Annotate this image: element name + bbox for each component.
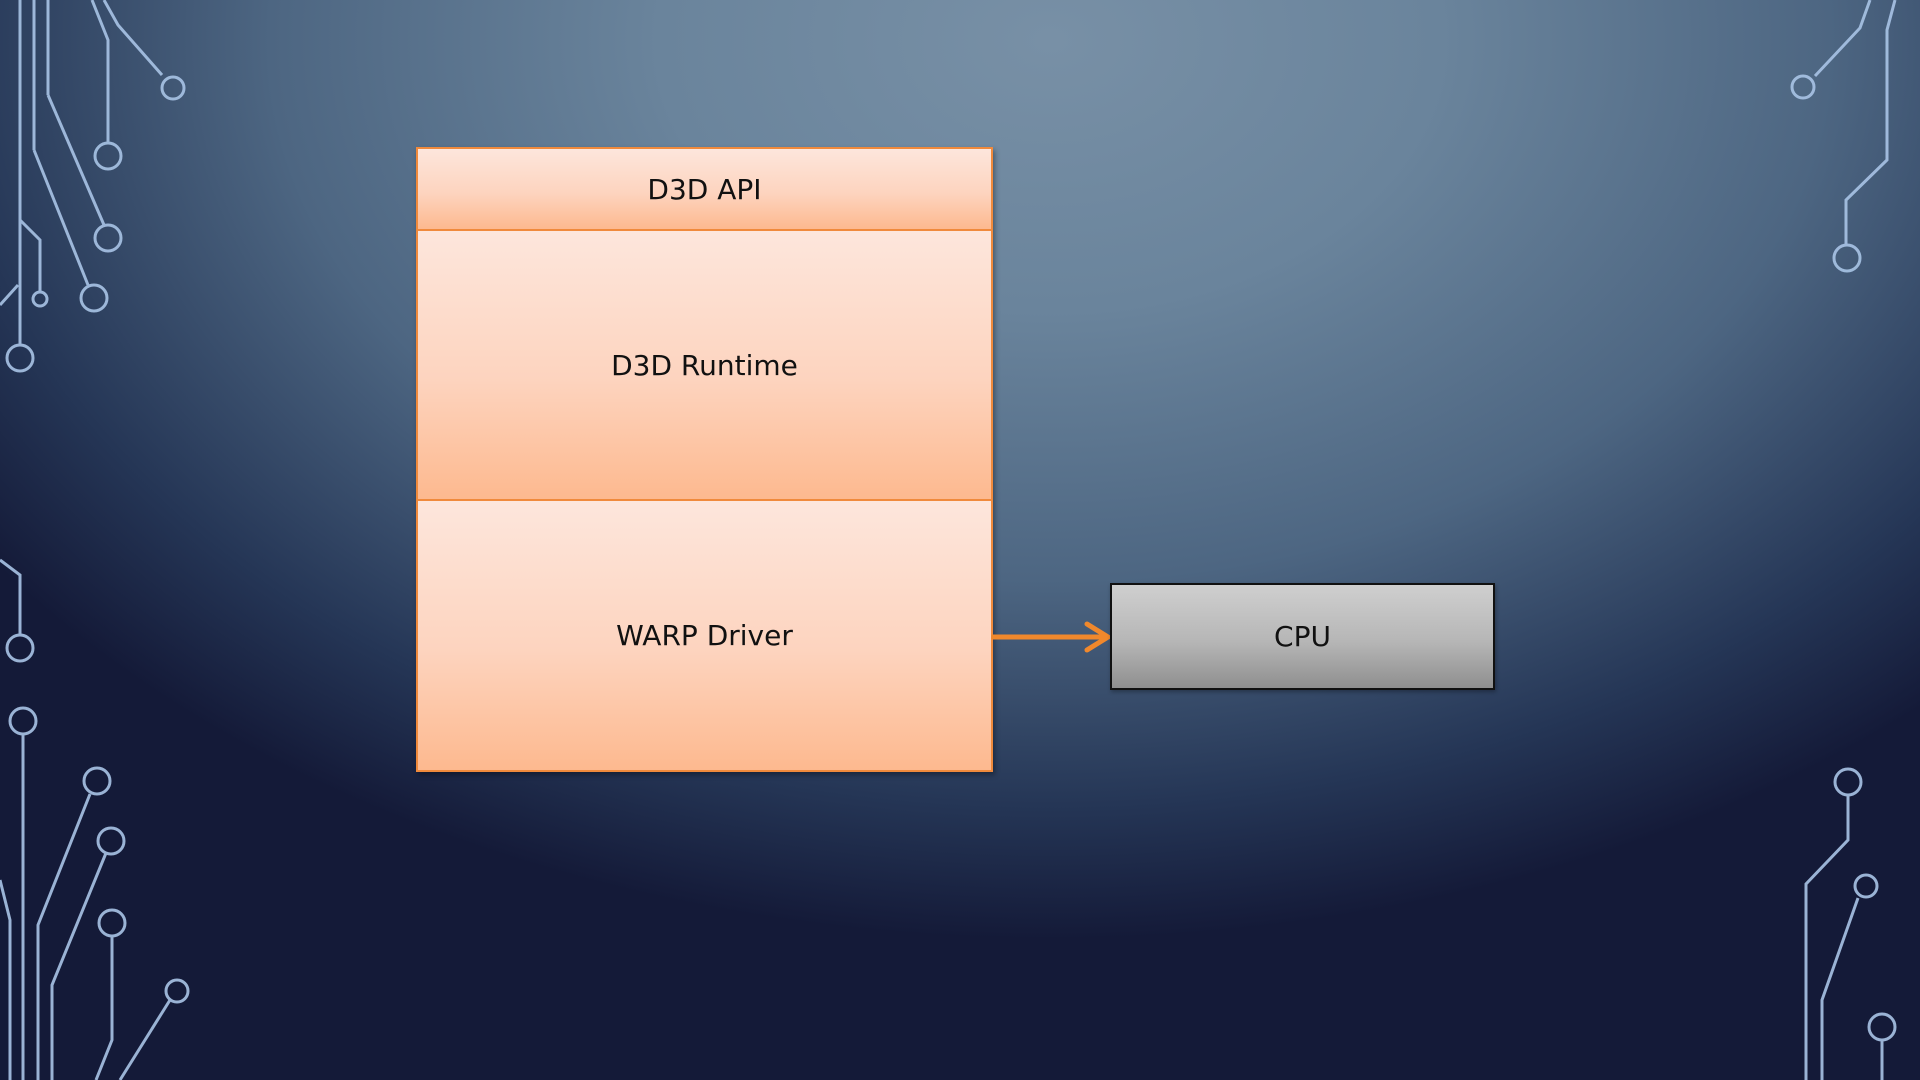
layer-d3d-runtime-label: D3D Runtime (611, 348, 798, 382)
layer-d3d-api: D3D API (416, 147, 993, 231)
layer-warp-driver: WARP Driver (416, 499, 993, 772)
cpu-box: CPU (1110, 583, 1495, 690)
d3d-layer-stack: D3D API D3D Runtime WARP Driver (416, 147, 993, 772)
layer-d3d-api-label: D3D API (647, 172, 762, 206)
arrow-warp-to-cpu (991, 621, 1111, 653)
layer-d3d-runtime: D3D Runtime (416, 229, 993, 501)
cpu-label: CPU (1274, 620, 1331, 653)
layer-warp-driver-label: WARP Driver (616, 619, 793, 652)
